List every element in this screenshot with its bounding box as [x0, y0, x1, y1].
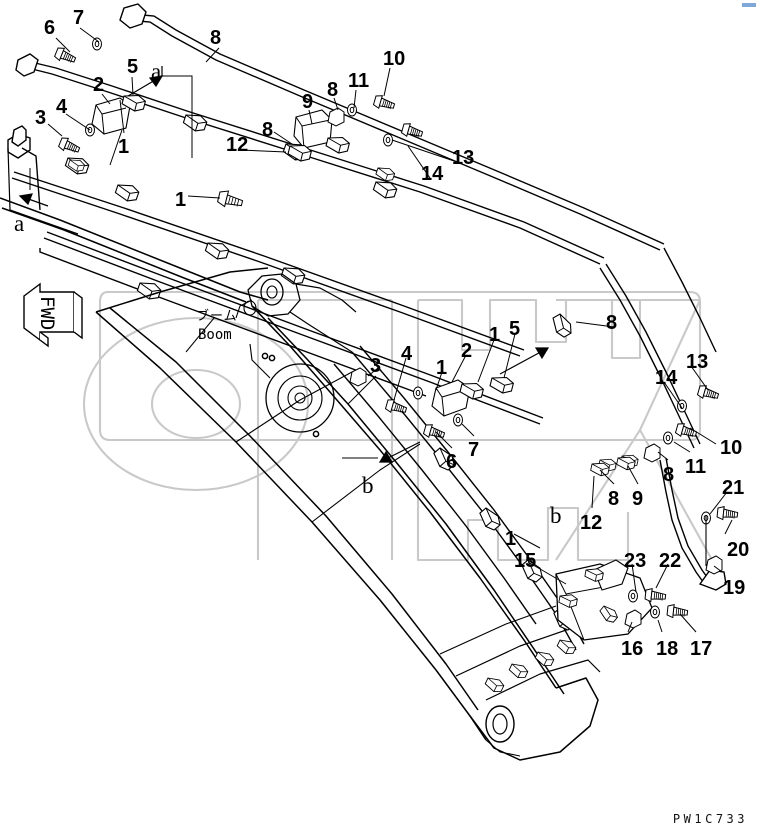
callout-number: 13 — [686, 351, 709, 373]
boom-label-jp: ブーム — [196, 309, 238, 324]
callout-number: 9 — [632, 488, 644, 510]
callout-number: 7 — [73, 7, 85, 29]
callout-number: 1 — [436, 357, 448, 379]
callout-number: 17 — [690, 638, 713, 660]
callout-number: 16 — [621, 638, 644, 660]
callout-number: 18 — [656, 638, 679, 660]
section-marker-letter: a — [14, 211, 25, 236]
callout-number: 22 — [659, 550, 682, 572]
upper-hose-lines — [7, 3, 665, 425]
callout-number: 20 — [727, 539, 750, 561]
callout-number: 9 — [302, 91, 314, 113]
exploded-parts-middle — [349, 367, 515, 442]
corner-marker — [742, 3, 756, 7]
callout-number: 6 — [44, 17, 56, 39]
watermark — [82, 290, 713, 562]
callout-number: 6 — [446, 451, 458, 473]
callout-number: 4 — [56, 96, 68, 118]
callout-number: 8 — [663, 464, 675, 486]
callout-number: 3 — [370, 355, 382, 377]
callout-number: 15 — [514, 550, 537, 572]
callout-number: 3 — [35, 107, 47, 129]
leader-lines — [47, 27, 733, 633]
callout-number: 10 — [383, 48, 406, 70]
callout-number: 1 — [505, 528, 517, 550]
bracket-15-assembly — [483, 559, 689, 695]
section-arrows — [18, 66, 550, 463]
callout-number: 7 — [468, 439, 480, 461]
callout-number: 1 — [175, 189, 187, 211]
section-marker-letter: b — [550, 503, 562, 528]
callout-number: 2 — [93, 74, 105, 96]
section-marker-letter: b — [362, 473, 374, 498]
callout-number: 4 — [401, 343, 413, 365]
right-lower-hose — [659, 457, 727, 591]
callout-number: 8 — [210, 27, 222, 49]
fwd-direction-label: FWD — [36, 296, 58, 331]
callout-number: 11 — [685, 456, 707, 478]
drawing-number: PW1C733 — [672, 812, 748, 826]
callout-number: 1 — [118, 136, 130, 158]
callout-number: 8 — [262, 119, 274, 141]
callout-number: 14 — [421, 163, 444, 185]
callout-number: 11 — [348, 70, 370, 92]
section-marker-letter: a — [151, 59, 162, 84]
callout-number: 8 — [327, 79, 339, 101]
boom-body — [0, 197, 601, 761]
callout-number: 5 — [509, 318, 521, 340]
callout-number: 23 — [624, 550, 647, 572]
callout-number: 14 — [655, 367, 678, 389]
exploded-parts-top-left — [53, 37, 244, 208]
callout-number: 8 — [608, 488, 620, 510]
callout-number: 12 — [226, 134, 249, 156]
callout-number: 2 — [461, 340, 473, 362]
callout-number: 1 — [489, 324, 501, 346]
callout-number: 21 — [722, 477, 745, 499]
callout-number: 8 — [606, 312, 618, 334]
center-joint-cluster — [286, 93, 425, 184]
callout-number: 19 — [723, 577, 746, 599]
callout-number: 12 — [580, 512, 603, 534]
right-joint-cluster — [589, 383, 721, 478]
boom-label-en: Boom — [198, 327, 232, 343]
callout-number: 5 — [127, 56, 139, 78]
callout-number: 13 — [452, 147, 475, 169]
callout-number: 10 — [720, 437, 743, 459]
fwd-arrow — [23, 282, 83, 348]
